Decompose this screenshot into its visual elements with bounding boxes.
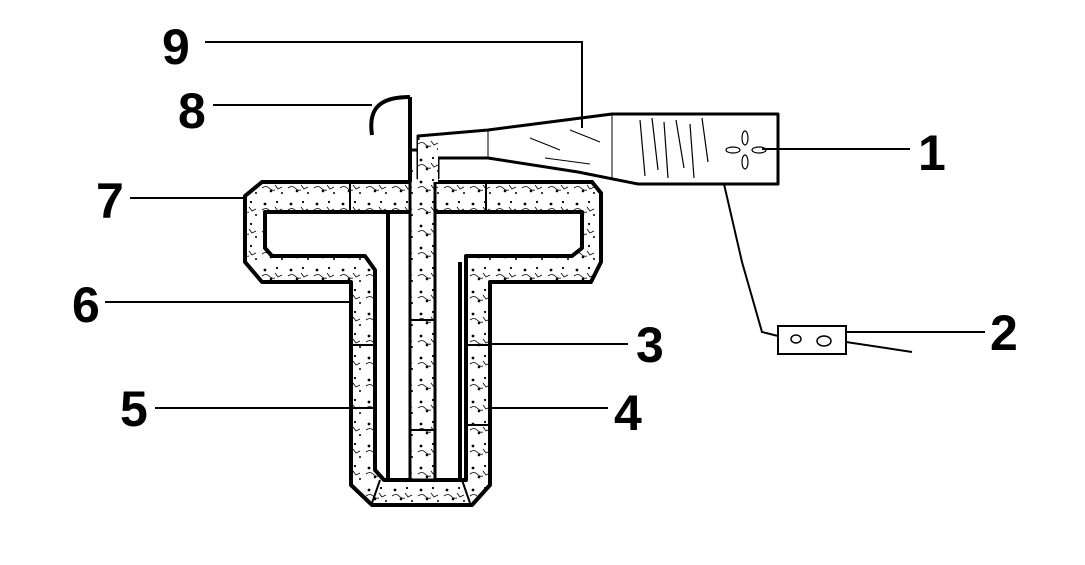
controller-output-wire [845, 341, 913, 353]
nozzle-icon [725, 130, 767, 170]
heater-block [639, 117, 709, 179]
label-6: 6 [72, 277, 100, 333]
label-1: 1 [918, 125, 946, 181]
controller-led-left [790, 334, 802, 344]
inlet-assembly [369, 95, 780, 186]
core-column [408, 148, 437, 482]
controller [723, 183, 913, 355]
callout-labels: 1 2 3 4 5 6 7 8 9 [72, 19, 1018, 441]
controller-led-right [816, 335, 832, 347]
cone-section [487, 114, 613, 180]
segment-dividers [349, 182, 490, 504]
t-body [243, 148, 603, 507]
label-9: 9 [162, 19, 190, 75]
leader-9 [205, 41, 583, 128]
label-3: 3 [636, 317, 664, 373]
inlet-hook [369, 95, 411, 136]
leader-lines [105, 41, 985, 409]
label-4: 4 [614, 385, 642, 441]
controller-cable [723, 183, 779, 337]
label-2: 2 [990, 305, 1018, 361]
label-5: 5 [120, 381, 148, 437]
controller-box [777, 325, 847, 355]
feed-tube [416, 112, 780, 186]
feed-tube-porous-gap [418, 140, 438, 182]
label-7: 7 [96, 173, 124, 229]
label-8: 8 [178, 83, 206, 139]
